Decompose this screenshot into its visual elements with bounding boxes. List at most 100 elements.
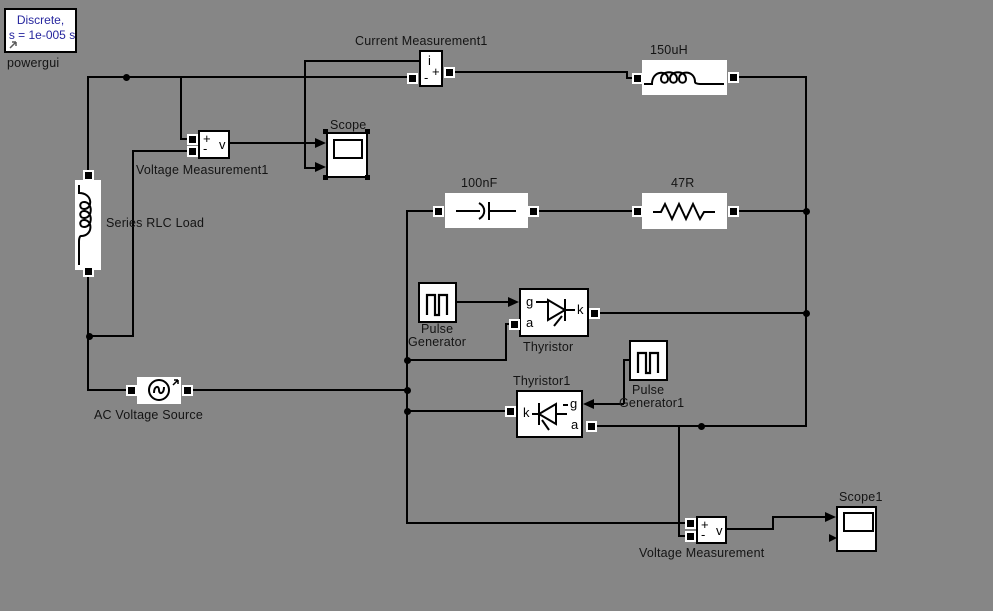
wire-vm1-minus-h[interactable]	[132, 150, 193, 152]
block-thyristor1[interactable]: k g a	[516, 390, 583, 438]
wire-cm1-jog2[interactable]	[626, 77, 634, 79]
capacitor-right-port[interactable]	[528, 206, 539, 217]
inductor-left-port[interactable]	[632, 73, 643, 84]
resistor-right-port[interactable]	[728, 206, 739, 217]
ac-right-port[interactable]	[182, 385, 193, 396]
wire-cap-to-res[interactable]	[532, 210, 642, 212]
block-pulse-generator1[interactable]	[629, 340, 668, 381]
powergui-line2: s = 1e-005 s	[8, 28, 76, 42]
wire-cm1-i-to-scope[interactable]	[304, 167, 316, 169]
wire-cm1-to-inductor[interactable]	[448, 71, 627, 73]
thyristor-k-port[interactable]	[589, 308, 600, 319]
vm1-minus-port[interactable]	[187, 146, 198, 157]
wire-rail-to-capacitor[interactable]	[406, 210, 439, 212]
scope1-screen	[843, 512, 874, 532]
wire-mid-rail[interactable]	[406, 210, 408, 524]
thyristor1-k-port[interactable]	[505, 406, 516, 417]
wire-vm1-plus-h[interactable]	[180, 138, 193, 140]
wire-thy-a-h[interactable]	[406, 359, 507, 361]
block-resistor-47R[interactable]	[642, 193, 727, 229]
vm-plus-port[interactable]	[685, 518, 696, 529]
pulse-wave-icon	[425, 293, 449, 317]
selection-handle[interactable]	[323, 129, 328, 134]
thyristor1-a-port[interactable]	[586, 421, 597, 432]
inductor-vertical-icon	[78, 185, 92, 265]
wire-ac-to-rail[interactable]	[186, 389, 407, 391]
rlc-bottom-port[interactable]	[83, 266, 94, 277]
selection-handle[interactable]	[323, 175, 328, 180]
wire-pg1-stub[interactable]	[623, 359, 631, 361]
block-voltage-measurement1[interactable]: + - v	[198, 130, 230, 159]
resistor-47R-label: 47R	[671, 176, 695, 190]
resistor-icon	[653, 201, 715, 222]
thyristor1-k-label: k	[523, 405, 530, 420]
wire-vm1-plus-v[interactable]	[180, 76, 182, 139]
block-thyristor[interactable]: g a k	[519, 288, 589, 337]
ac-left-port[interactable]	[126, 385, 137, 396]
pulse-generator1-label-line1: Pulse	[632, 383, 665, 397]
selection-handle[interactable]	[365, 175, 370, 180]
capacitor-100nF-label: 100nF	[461, 176, 498, 190]
inductor-right-port[interactable]	[728, 72, 739, 83]
vm-minus-port[interactable]	[685, 531, 696, 542]
selection-handle[interactable]	[365, 129, 370, 134]
wire-thy-a-v[interactable]	[505, 323, 507, 361]
wire-right-rail[interactable]	[805, 76, 807, 427]
wire-to-ac-source[interactable]	[87, 389, 132, 391]
block-powergui[interactable]: Discrete, s = 1e-005 s	[4, 8, 77, 53]
block-capacitor-100nF[interactable]	[445, 193, 528, 228]
block-scope1[interactable]	[836, 506, 877, 552]
block-series-rlc-load[interactable]	[75, 180, 101, 270]
wire-vm-out-h2[interactable]	[772, 516, 826, 518]
wire-pg-to-thy-g[interactable]	[456, 301, 509, 303]
cm1-minus-label: -	[424, 70, 429, 85]
wire-vm-out-v[interactable]	[772, 516, 774, 530]
vm1-plus-port[interactable]	[187, 134, 198, 145]
wire-thyristor-k-to-rail[interactable]	[593, 312, 806, 314]
capacitor-left-port[interactable]	[433, 206, 444, 217]
cm1-out-port[interactable]	[444, 67, 455, 78]
wire-vm-minus-h[interactable]	[678, 535, 691, 537]
thyristor-label: Thyristor	[523, 340, 574, 354]
thyristor1-g-label: g	[570, 396, 578, 411]
wire-bottom-rail[interactable]	[406, 522, 691, 524]
block-pulse-generator[interactable]	[418, 282, 457, 323]
wire-cm1-i-v[interactable]	[304, 60, 306, 168]
wire-left-rail-upper[interactable]	[87, 76, 89, 176]
block-voltage-measurement[interactable]: + - v	[696, 516, 727, 544]
wire-cm1-i-h[interactable]	[304, 60, 420, 62]
wire-inductor-to-rail[interactable]	[732, 76, 807, 78]
wire-cm1-jog[interactable]	[626, 71, 628, 79]
wire-vm1-v-to-scope[interactable]	[229, 142, 316, 144]
voltage-measurement1-label: Voltage Measurement1	[136, 163, 269, 177]
wire-vm1-minus-v[interactable]	[132, 150, 134, 336]
cm1-minus-port[interactable]	[407, 73, 418, 84]
block-scope[interactable]	[326, 132, 368, 178]
junction-dot	[404, 387, 411, 394]
block-inductor-150uH[interactable]	[642, 60, 727, 95]
wire-pg1-h[interactable]	[593, 403, 624, 405]
wire-47r-to-rail[interactable]	[732, 210, 806, 212]
inductor-icon	[644, 71, 724, 85]
vm1-minus-label: -	[203, 141, 208, 156]
thyristor-icon	[536, 298, 575, 327]
junction-dot	[803, 310, 810, 317]
wire-vm-out-h1[interactable]	[726, 528, 774, 530]
thyristor-a-port[interactable]	[509, 319, 520, 330]
wire-vm-minus-v[interactable]	[678, 425, 680, 536]
wire-left-rail-lower[interactable]	[87, 270, 89, 391]
thyristor1-icon	[532, 402, 568, 431]
block-current-measurement1[interactable]: i + -	[419, 50, 443, 87]
thyristor-k-label: k	[577, 302, 584, 317]
block-ac-voltage-source[interactable]	[137, 377, 181, 404]
series-rlc-load-label: Series RLC Load	[106, 216, 205, 230]
wire-thy1-k[interactable]	[406, 410, 511, 412]
rlc-top-port[interactable]	[83, 170, 94, 181]
wire-pg1-v[interactable]	[623, 359, 625, 404]
wire-vm1-minus-join[interactable]	[88, 335, 134, 337]
wire-top-rail[interactable]	[87, 76, 414, 78]
resistor-left-port[interactable]	[632, 206, 643, 217]
inductor-150uH-label: 150uH	[650, 43, 688, 57]
scope1-port2-arrow	[829, 534, 837, 542]
